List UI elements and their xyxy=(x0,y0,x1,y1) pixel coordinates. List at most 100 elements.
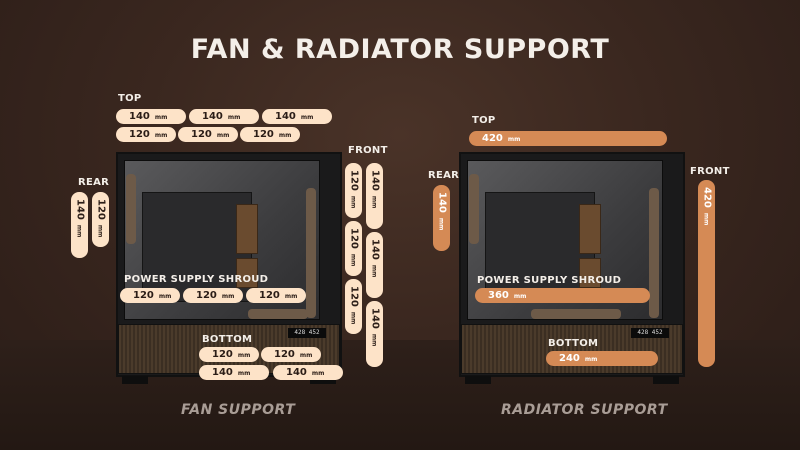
bottom-fan xyxy=(248,309,308,319)
unit: mm xyxy=(75,224,82,238)
rad-rear-label: REAR xyxy=(428,170,460,181)
value: 120 xyxy=(191,129,212,140)
fan-rear-120: 120 mm xyxy=(92,192,109,247)
fan-psu-120-2: 120 mm xyxy=(183,288,243,303)
fan-top-140-1: 140 mm xyxy=(116,109,186,124)
rad-bottom-label: BOTTOM xyxy=(548,338,599,349)
rad-psu-360: 360 mm xyxy=(475,288,650,303)
value: 140 xyxy=(369,239,380,260)
value: 140 xyxy=(369,170,380,191)
unit: mm xyxy=(154,114,168,121)
unit: mm xyxy=(507,136,521,143)
rear-fan xyxy=(469,174,479,244)
unit: mm xyxy=(237,370,251,377)
unit: mm xyxy=(584,356,598,363)
fan-rear-label: REAR xyxy=(78,177,110,188)
value: 120 xyxy=(196,290,217,301)
rad-top-label: TOP xyxy=(472,115,496,126)
fan-front-140-3: 140mm xyxy=(366,301,383,367)
bottom-fan xyxy=(531,309,621,319)
value: 120 xyxy=(212,349,233,360)
fan-front-120-3: 120 mm xyxy=(345,279,362,334)
value: 240 xyxy=(559,353,580,364)
fan-front-140-2: 140 mm xyxy=(366,232,383,298)
fan-top-label: TOP xyxy=(118,93,142,104)
fan-bottom-label: BOTTOM xyxy=(202,334,253,345)
fan-bottom-120-2: 120 mm xyxy=(261,347,321,362)
unit: mm xyxy=(278,132,292,139)
cable-cover xyxy=(236,258,258,288)
rad-bottom-240: 240 mm xyxy=(546,351,658,366)
temp-display: 428 452 xyxy=(288,328,326,338)
case-foot xyxy=(465,376,491,384)
rear-fan xyxy=(126,174,136,244)
case-foot xyxy=(310,376,336,384)
value: 140 xyxy=(74,199,85,220)
unit: mm xyxy=(513,293,527,300)
unit: mm xyxy=(349,195,356,209)
page-title: FAN & RADIATOR SUPPORT xyxy=(190,34,610,65)
unit: mm xyxy=(96,224,103,238)
value: 120 xyxy=(95,199,106,220)
value: 140 xyxy=(202,111,223,122)
unit: mm xyxy=(370,333,377,347)
unit: mm xyxy=(349,253,356,267)
unit: mm xyxy=(702,212,709,226)
motherboard xyxy=(142,192,252,302)
fan-bottom-120-1: 120 mm xyxy=(199,347,259,362)
value: 120 xyxy=(274,349,295,360)
unit: mm xyxy=(237,352,251,359)
value: 120 xyxy=(348,228,359,249)
fan-psu-120-1: 120 mm xyxy=(120,288,180,303)
fan-front-140-1: 140mm xyxy=(366,163,383,229)
unit: mm xyxy=(158,293,172,300)
value: 420 xyxy=(701,187,712,208)
front-fan xyxy=(306,188,316,318)
unit: mm xyxy=(154,132,168,139)
value: 140 xyxy=(129,111,150,122)
value: 140 xyxy=(212,367,233,378)
fan-rear-140: 140 mm xyxy=(71,192,88,258)
rad-top-420: 420 mm xyxy=(469,131,667,146)
unit: mm xyxy=(437,217,444,231)
fan-psu-label: POWER SUPPLY SHROUD xyxy=(124,274,269,285)
unit: mm xyxy=(227,114,241,121)
fan-psu-120-3: 120 mm xyxy=(246,288,306,303)
unit: mm xyxy=(370,264,377,278)
fan-support-caption: FAN SUPPORT xyxy=(181,402,296,418)
value: 120 xyxy=(129,129,150,140)
fan-front-120-1: 120 mm xyxy=(345,163,362,218)
unit: mm xyxy=(299,352,313,359)
rad-rear-140: 140 mm xyxy=(433,185,450,251)
value: 120 xyxy=(348,170,359,191)
value: 120 xyxy=(259,290,280,301)
value: 120 xyxy=(133,290,154,301)
value: 140 xyxy=(275,111,296,122)
unit: mm xyxy=(311,370,325,377)
rad-front-label: FRONT xyxy=(690,166,730,177)
value: 140 xyxy=(436,192,447,213)
cable-cover xyxy=(236,204,258,254)
value: 120 xyxy=(348,286,359,307)
unit: mm xyxy=(284,293,298,300)
fan-top-120-3: 120 mm xyxy=(240,127,300,142)
case-foot xyxy=(653,376,679,384)
cable-cover xyxy=(579,204,601,254)
value: 360 xyxy=(488,290,509,301)
rad-front-420: 420 mm xyxy=(698,180,715,367)
unit: mm xyxy=(349,311,356,325)
value: 420 xyxy=(482,133,503,144)
front-fan xyxy=(649,188,659,318)
fan-bottom-140-1: 140 mm xyxy=(199,365,269,380)
fan-top-120-1: 120 mm xyxy=(116,127,176,142)
cable-cover xyxy=(579,258,601,288)
temp-display: 428 452 xyxy=(631,328,669,338)
unit: mm xyxy=(300,114,314,121)
fan-top-140-2: 140 mm xyxy=(189,109,259,124)
case-foot xyxy=(122,376,148,384)
unit: mm xyxy=(221,293,235,300)
value: 120 xyxy=(253,129,274,140)
fan-front-label: FRONT xyxy=(348,145,388,156)
